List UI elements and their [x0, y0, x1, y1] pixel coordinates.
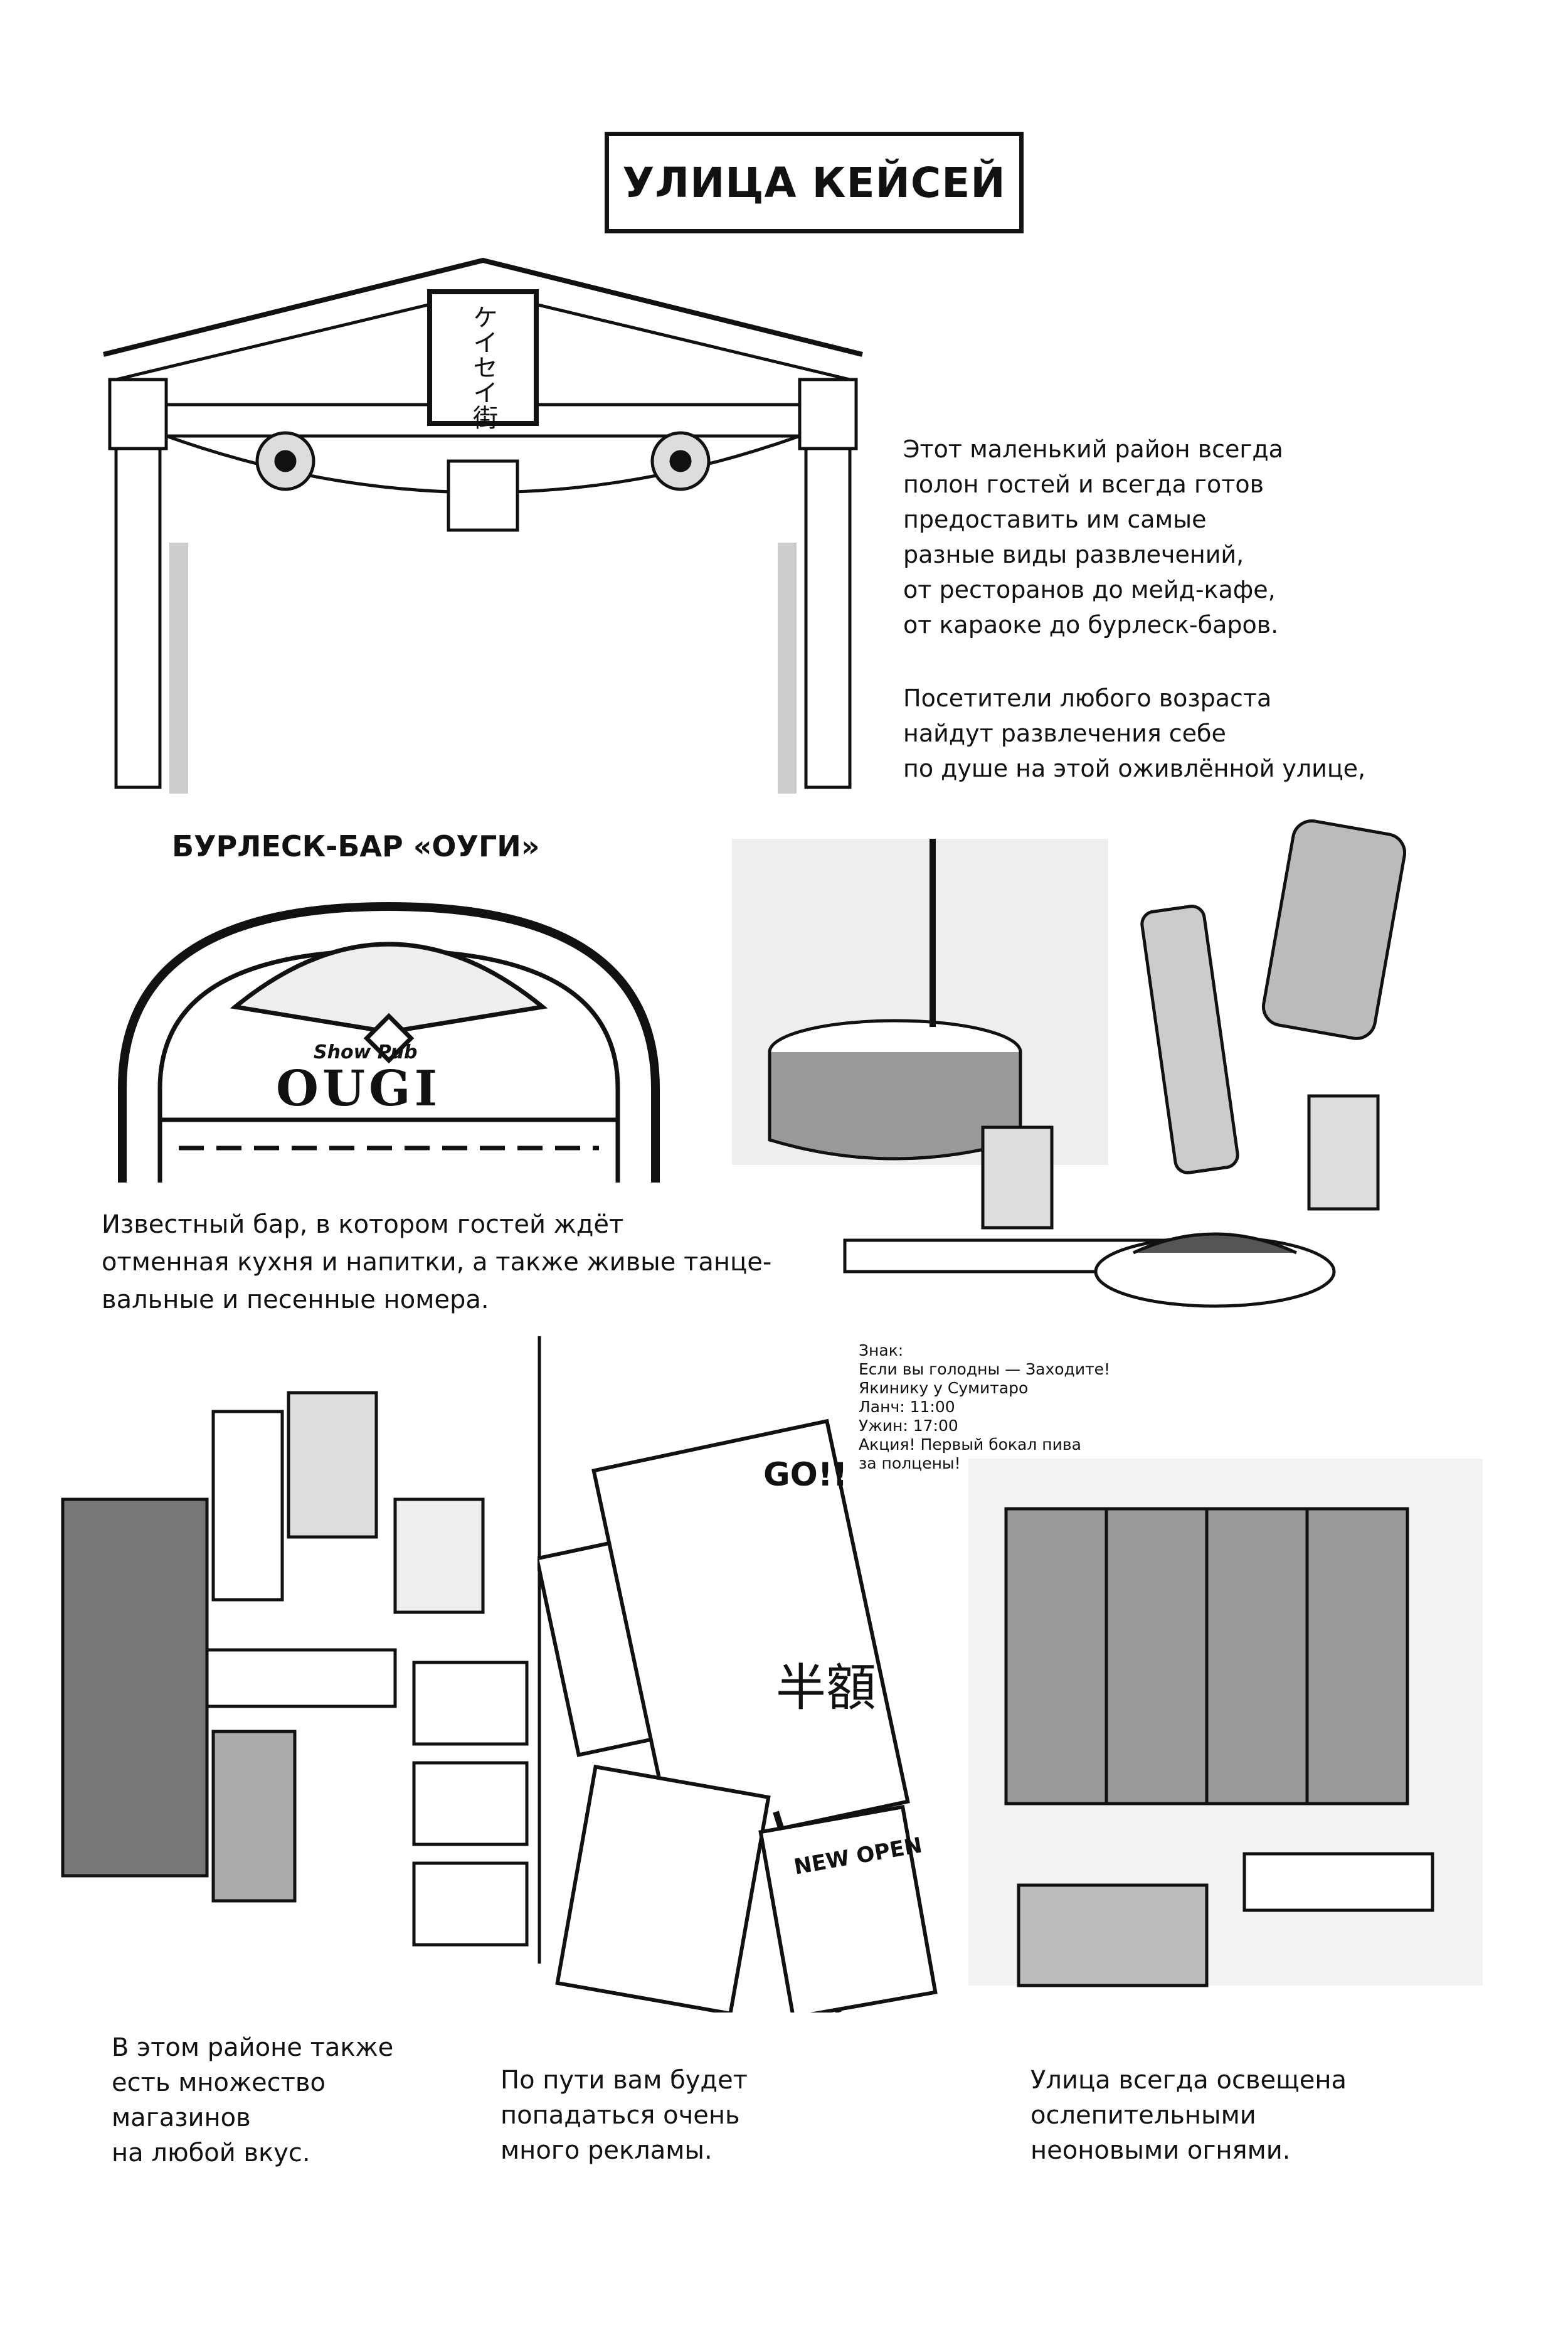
sign-go-text: GO!! — [763, 1456, 847, 1494]
neon-window-illustration — [968, 1459, 1483, 1987]
intro-paragraph-1: Этот маленький район всегда полон гостей… — [903, 435, 1283, 639]
bar-description: Известный бар, в котором гостей ждёт отм… — [102, 1210, 772, 1314]
gate-sign: ケイセイ街 — [469, 304, 498, 430]
ougi-bar-sign-illustration — [118, 901, 660, 1183]
ougi-sign-large: OUGI — [276, 1060, 442, 1117]
keisei-gate-illustration: ケイセイ街 — [103, 257, 863, 794]
flyers-illustration: GO!! 半額 NEW OPEN — [538, 1418, 938, 2013]
bar-heading: БУРЛЕСК-БАР «ОУГИ» — [172, 829, 540, 863]
bar-drinks-illustration — [732, 819, 1407, 1308]
sign-translation-note: Знак: Если вы голодны — Заходите! Якиник… — [859, 1341, 1111, 1472]
page-title: УЛИЦА КЕЙСЕЙ — [605, 132, 1024, 233]
caption-shops: В этом районе также есть множество магаз… — [112, 2033, 394, 2167]
intro-paragraph-2: Посетители любого возраста найдут развле… — [903, 684, 1366, 782]
caption-ads: По пути вам будет попадаться очень много… — [501, 2066, 748, 2165]
shops-illustration — [61, 1336, 541, 1964]
ougi-sign-small: Show Pub — [314, 1041, 418, 1063]
sign-half-price-text: 半額 — [776, 1659, 876, 1717]
caption-neon: Улица всегда освещена ослепительными нео… — [1030, 2066, 1347, 2165]
